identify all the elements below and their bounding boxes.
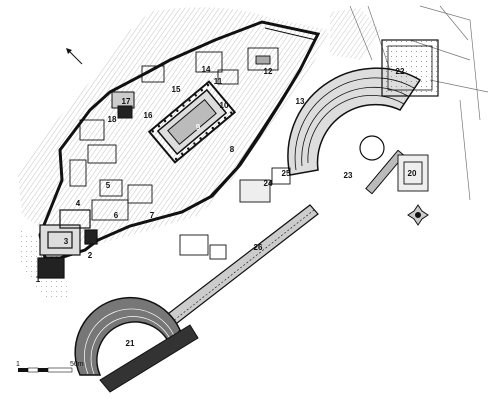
label-24: 24 bbox=[264, 179, 273, 188]
odeion-of-herodes-atticus bbox=[74, 296, 199, 393]
label-22: 22 bbox=[396, 67, 405, 76]
label-1: 1 bbox=[36, 275, 41, 284]
south-slope-buildings bbox=[179, 154, 429, 260]
label-18: 18 bbox=[108, 115, 117, 124]
north-arrow-icon bbox=[66, 48, 83, 65]
label-16: 16 bbox=[144, 111, 153, 120]
label-10: 10 bbox=[220, 101, 229, 110]
label-19: 19 bbox=[368, 127, 377, 136]
label-13: 13 bbox=[296, 97, 305, 106]
numbered-labels: 1 2 3 4 5 6 7 8 9 10 11 12 13 14 15 16 1… bbox=[36, 65, 417, 348]
inner-wall-line bbox=[177, 27, 317, 215]
label-25: 25 bbox=[282, 169, 291, 178]
fortification-wall bbox=[38, 20, 321, 260]
label-11: 11 bbox=[214, 77, 223, 86]
label-5: 5 bbox=[106, 181, 111, 190]
label-15: 15 bbox=[172, 85, 181, 94]
propylaia-complex bbox=[37, 209, 98, 279]
label-14: 14 bbox=[202, 65, 211, 74]
label-9: 9 bbox=[196, 123, 201, 132]
erechtheion bbox=[111, 91, 135, 119]
label-17: 17 bbox=[122, 97, 131, 106]
scale-start-label: 1 bbox=[16, 361, 20, 368]
odeion-of-perikles bbox=[381, 39, 439, 97]
label-8: 8 bbox=[230, 145, 235, 154]
label-20: 20 bbox=[408, 169, 417, 178]
label-23: 23 bbox=[344, 171, 353, 180]
label-12: 12 bbox=[264, 67, 273, 76]
label-6: 6 bbox=[114, 211, 119, 220]
stoa-of-eumenes bbox=[159, 204, 319, 331]
label-26: 26 bbox=[254, 243, 263, 252]
rooms-misc bbox=[69, 47, 279, 221]
label-21: 21 bbox=[126, 339, 135, 348]
label-3: 3 bbox=[64, 237, 69, 246]
scale-end-label: 50m bbox=[70, 361, 84, 368]
parthenon bbox=[147, 80, 237, 164]
label-4: 4 bbox=[76, 199, 81, 208]
scale-bar: 1 50m bbox=[16, 361, 84, 373]
label-7: 7 bbox=[150, 211, 155, 220]
label-2: 2 bbox=[88, 251, 93, 260]
rock-slope-hatching bbox=[18, 7, 380, 300]
octagonal-monument bbox=[407, 204, 429, 226]
